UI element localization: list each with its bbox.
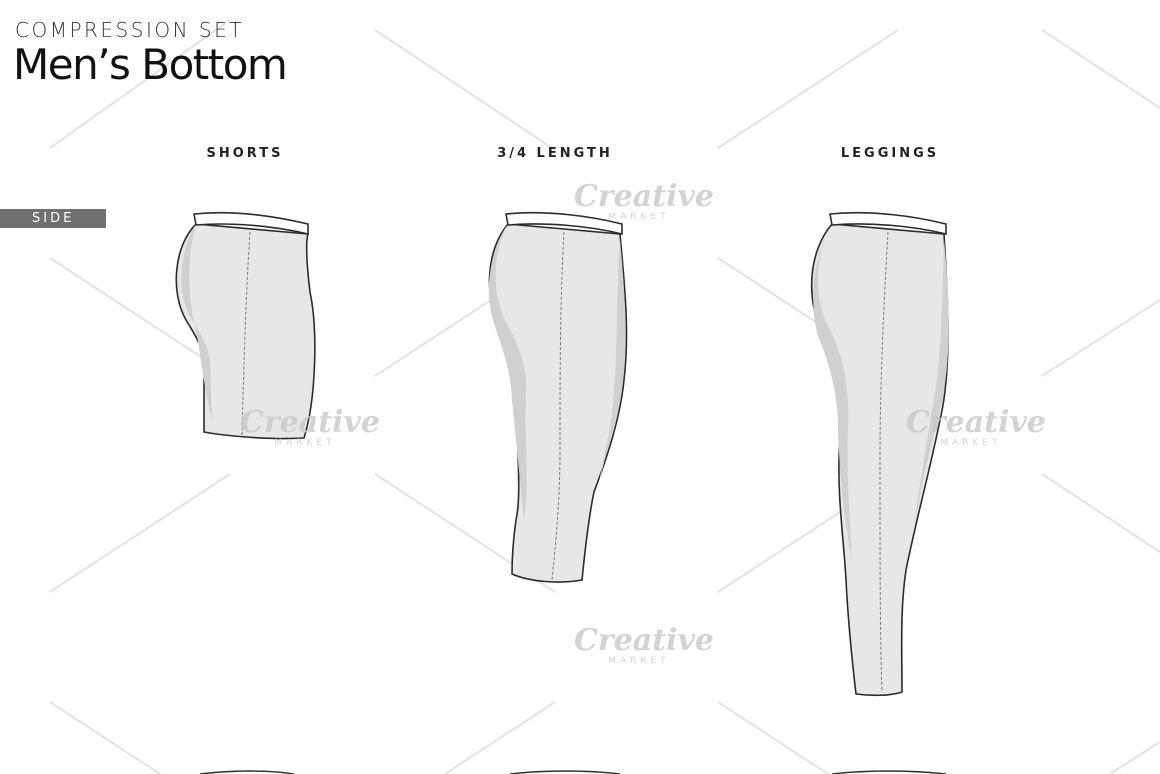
column-label-three-quarter: 3/4 LENGTH (497, 146, 613, 161)
watermark-logo: Creative MARKET (240, 405, 380, 449)
watermark-logo: Creative MARKET (574, 623, 714, 667)
view-tag-side: SIDE (0, 209, 106, 228)
three-quarter-side-illustration (488, 211, 628, 583)
next-row-hint (199, 770, 947, 774)
column-label-shorts: SHORTS (206, 146, 284, 161)
watermark-logo: Creative MARKET (574, 179, 714, 223)
kicker-text: COMPRESSION SET (15, 18, 244, 42)
leggings-side-illustration (810, 211, 949, 697)
shorts-side-illustration (175, 211, 316, 440)
page-title: Men’s Bottom (13, 40, 288, 89)
watermark-logo: Creative MARKET (906, 405, 1046, 449)
column-label-leggings: LEGGINGS (840, 146, 940, 161)
